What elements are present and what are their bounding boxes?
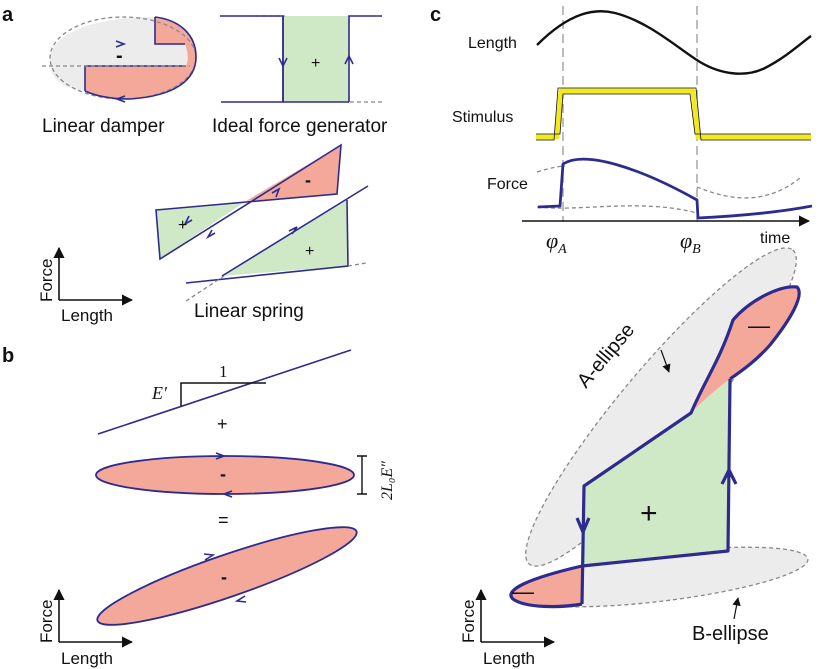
work-loop-bottom-minus: — [512,579,534,604]
panel-a-axis-length: Length [61,306,113,325]
panel-c-axes: Force Length [459,588,556,668]
panel-b-diagram: 1 E′ + - 2L₀E″ = - [95,349,396,626]
b-ellipse-label: B-ellipse [692,623,769,645]
spring-minus-sign: - [305,170,311,190]
row-stimulus-label: Stimulus [452,109,513,126]
slope-one-label: 1 [219,362,228,381]
panel-c-label: c [430,4,441,26]
work-loop-plus: + [640,497,658,530]
panel-b-axis-length: Length [61,649,113,668]
length-trace [536,10,812,75]
phi-a-label: φA [546,228,567,257]
horizontal-ellipse-minus: - [220,464,226,484]
panel-a-label: a [2,4,14,26]
spring-plus-right: + [305,243,314,260]
panel-a-axes: Force Length [37,246,134,325]
panel-b-label: b [2,345,14,367]
generator-label: Ideal force generator [212,116,388,137]
generator-plus-sign: + [311,55,320,72]
row-length-label: Length [468,35,517,52]
panel-c-axis-length: Length [483,649,535,668]
panel-b-equals-sign: = [218,510,229,530]
linear-spring-diagram: - + + Linear spring [155,143,369,322]
row-force-label: Force [487,176,528,193]
a-ellipse-label: A-ellipse [573,319,639,392]
panel-c-axis-force: Force [459,600,478,643]
spring-label: Linear spring [194,301,304,322]
panel-c-work-loop: — — + A-ellipse B-ellipse [509,247,809,645]
linear-damper-diagram: - Linear damper [42,16,197,137]
panel-b-axes: Force Length [37,588,134,668]
panel-b-axis-force: Force [37,600,56,643]
damper-label: Linear damper [42,116,165,137]
panel-a-axis-force: Force [37,259,56,302]
phi-b-label: φB [680,228,701,257]
loss-modulus-label: 2L₀E″ [379,461,396,500]
slope-e-prime-label: E′ [151,383,168,403]
stimulus-trace [536,88,811,140]
panel-b-plus-sign: + [217,414,228,434]
time-axis-label: time [760,230,790,247]
ideal-force-generator-diagram: + Ideal force generator [212,15,388,137]
spring-plus-left: + [178,217,187,234]
work-loop-top-minus: — [748,313,770,338]
damper-minus-sign: - [116,45,123,67]
tilted-ellipse-minus: - [221,567,227,587]
force-trace [537,157,813,220]
panel-c-time-traces: Length Stimulus Force φA φB time [452,6,813,257]
